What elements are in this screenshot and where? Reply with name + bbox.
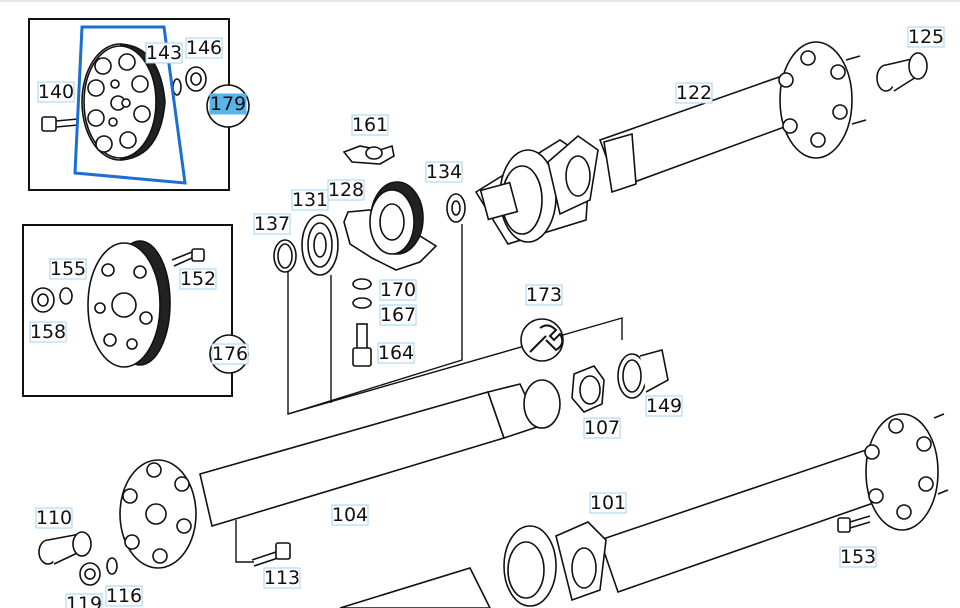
part-label-box (675, 82, 713, 104)
part-number-text: 176 (212, 343, 248, 365)
part-number-text: 149 (646, 395, 682, 417)
part-label-box (145, 42, 183, 64)
part-label-box (583, 417, 621, 439)
part-label-146[interactable]: 146 (185, 37, 223, 59)
part-label-box (49, 258, 87, 280)
part-label-box (425, 161, 463, 183)
part-label-122[interactable]: 122 (675, 82, 713, 104)
part-label-box (327, 179, 365, 201)
part-label-152[interactable]: 152 (179, 268, 217, 290)
part-number-text: 119 (66, 593, 102, 608)
part-number-text: 173 (526, 284, 562, 306)
part-number-text: 179 (210, 93, 246, 115)
part-number-text: 146 (186, 37, 222, 59)
inset-box-flex-disc-alt (22, 224, 233, 397)
part-number-text: 134 (426, 161, 462, 183)
part-number-text: 152 (180, 268, 216, 290)
part-label-box (525, 284, 563, 306)
part-number-text: 122 (676, 82, 712, 104)
part-number-text: 104 (332, 504, 368, 526)
lower-shaft-drawing (339, 413, 949, 608)
part-number-text: 153 (840, 546, 876, 568)
wrench-icon (520, 318, 564, 362)
part-label-116[interactable]: 116 (105, 585, 143, 607)
part-label-box (351, 114, 389, 136)
part-label-140[interactable]: 140 (37, 81, 75, 103)
part-label-box (589, 492, 627, 514)
part-label-173[interactable]: 173 (525, 284, 563, 306)
part-number-text: 110 (36, 507, 72, 529)
part-label-box (105, 585, 143, 607)
upper-shaft-drawing (474, 41, 928, 245)
part-number-text: 113 (264, 567, 300, 589)
part-number-text: 137 (254, 213, 290, 235)
part-label-box (379, 304, 417, 326)
part-number-text: 155 (50, 258, 86, 280)
part-label-164[interactable]: 164 (377, 342, 415, 364)
part-label-113[interactable]: 113 (263, 567, 301, 589)
part-label-box (185, 37, 223, 59)
part-number-text: 107 (584, 417, 620, 439)
part-label-131[interactable]: 131 (291, 189, 329, 211)
part-label-161[interactable]: 161 (351, 114, 389, 136)
part-number-text: 170 (380, 279, 416, 301)
part-number-text: 143 (146, 42, 182, 64)
part-number-text: 161 (352, 114, 388, 136)
part-label-134[interactable]: 134 (425, 161, 463, 183)
part-label-119[interactable]: 119 (65, 593, 103, 608)
part-label-155[interactable]: 155 (49, 258, 87, 280)
part-label-104[interactable]: 104 (331, 504, 369, 526)
part-label-158[interactable]: 158 (29, 321, 67, 343)
part-label-101[interactable]: 101 (589, 492, 627, 514)
flex-disc-drawing (41, 43, 207, 161)
part-number-text: 116 (106, 585, 142, 607)
bolt-113-leader (235, 520, 254, 563)
part-label-box (839, 546, 877, 568)
part-label-box (179, 268, 217, 290)
part-label-box (645, 395, 683, 417)
part-label-box (263, 567, 301, 589)
part-label-167[interactable]: 167 (379, 304, 417, 326)
part-label-box (35, 507, 73, 529)
part-label-box (29, 321, 67, 343)
part-label-170[interactable]: 170 (379, 279, 417, 301)
part-number-text: 128 (328, 179, 364, 201)
part-label-128[interactable]: 128 (327, 179, 365, 201)
part-label-box (211, 343, 249, 365)
part-label-125[interactable]: 125 (907, 26, 945, 48)
flex-disc-alt-drawing (31, 240, 205, 368)
part-label-box (65, 593, 103, 608)
part-number-text: 158 (30, 321, 66, 343)
part-label-box (907, 26, 945, 48)
center-bearing-drawing (273, 144, 466, 367)
part-label-box (253, 213, 291, 235)
part-label-176[interactable]: 176 (211, 343, 249, 365)
part-number-text: 140 (38, 81, 74, 103)
part-label-box (377, 342, 415, 364)
part-label-box (331, 504, 369, 526)
assembly-bracket-lines (287, 224, 623, 415)
part-label-box (379, 279, 417, 301)
part-number-text: 101 (590, 492, 626, 514)
part-number-text: 131 (292, 189, 328, 211)
part-label-box (209, 93, 247, 115)
part-label-143[interactable]: 143 (145, 42, 183, 64)
part-label-107[interactable]: 107 (583, 417, 621, 439)
part-number-text: 167 (380, 304, 416, 326)
part-label-149[interactable]: 149 (645, 395, 683, 417)
part-number-text: 164 (378, 342, 414, 364)
part-label-box (37, 81, 75, 103)
highlight-outline (73, 25, 187, 185)
part-label-179[interactable]: 179 (209, 93, 247, 115)
part-label-153[interactable]: 153 (839, 546, 877, 568)
part-number-text: 125 (908, 26, 944, 48)
part-label-137[interactable]: 137 (253, 213, 291, 235)
part-label-110[interactable]: 110 (35, 507, 73, 529)
middle-shaft-drawing (38, 349, 669, 586)
